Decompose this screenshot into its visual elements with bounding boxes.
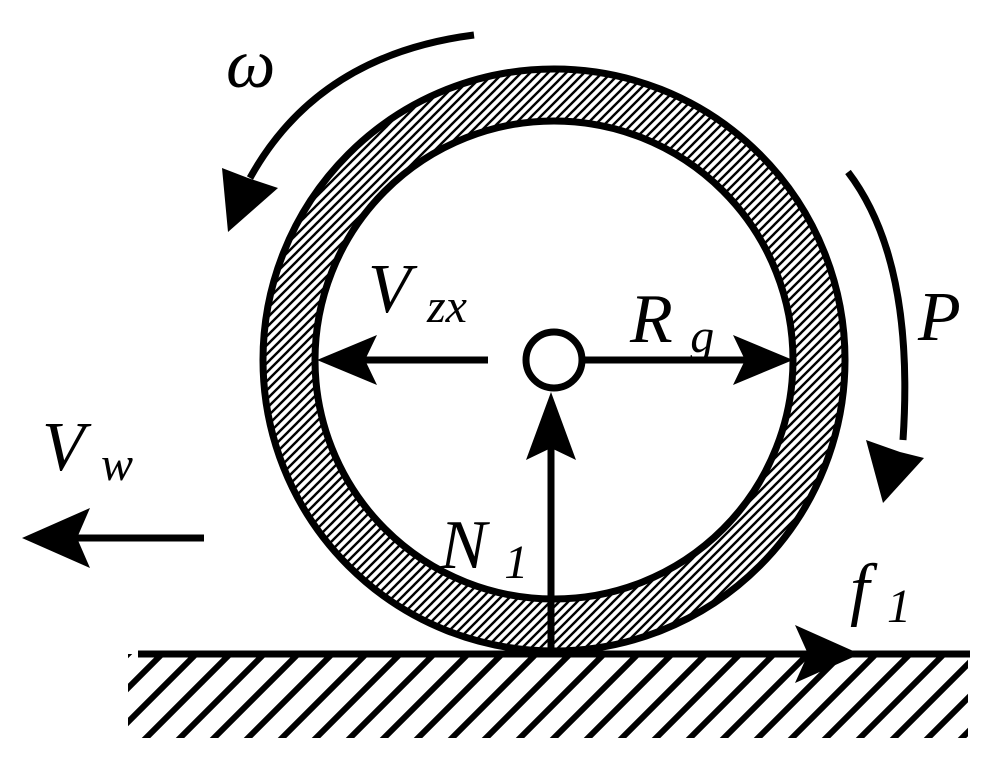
omega-rotation-arrow-head	[222, 168, 278, 232]
omega-rotation-arc	[246, 31, 475, 180]
ground-hatch	[128, 654, 968, 738]
rg-label-subscript: g	[690, 310, 714, 363]
p-rotation-arc	[845, 169, 909, 441]
vw-label-main: V	[42, 409, 92, 486]
n1-label-subscript: 1	[504, 536, 528, 589]
rg-label: R g	[629, 281, 714, 363]
omega-label: ω	[226, 26, 275, 103]
vzx-label: V zx	[368, 251, 467, 333]
wheel-hub	[522, 328, 586, 392]
n1-label: N 1	[439, 507, 528, 589]
vzx-label-main: V	[368, 251, 418, 328]
p-rotation-arrow-head	[866, 440, 924, 503]
p-label: P	[917, 279, 961, 356]
normal-force-arrow-head	[526, 392, 576, 460]
n1-label-main: N	[439, 507, 490, 584]
vzx-arrow-head	[317, 335, 377, 385]
vw-label: V w	[42, 409, 133, 491]
f1-label-subscript: 1	[887, 580, 911, 633]
vzx-label-subscript: zx	[426, 280, 467, 333]
friction-arrow-head	[795, 625, 860, 683]
f1-label: f 1	[850, 551, 911, 633]
vw-arrow-head	[22, 508, 90, 568]
f1-label-main: f	[850, 551, 878, 628]
rg-label-main: R	[629, 281, 673, 358]
radius-arrow-head	[733, 335, 793, 385]
vw-label-subscript: w	[101, 438, 133, 491]
